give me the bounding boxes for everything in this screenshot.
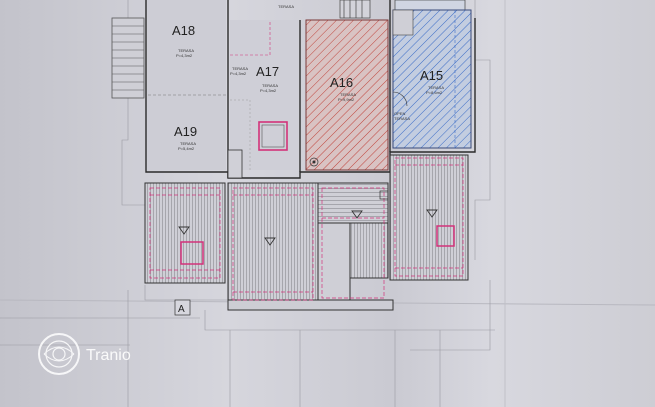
terrace-a18-a19 (148, 0, 226, 170)
vent-box (379, 190, 389, 200)
svg-text:A: A (178, 304, 185, 315)
pink-dashed-boundaries (149, 157, 464, 301)
unit-note-a17-side: TERASA (232, 66, 248, 71)
door-swing (392, 91, 408, 107)
unit-note-a19: TERASA (180, 141, 196, 146)
drain-icon (309, 157, 319, 167)
watermark: Tranio (38, 333, 131, 375)
unit-label-a15: A15 (420, 68, 443, 83)
dashed-boundary (230, 99, 251, 170)
section-marker: A (174, 299, 191, 316)
upper-floor-walls (145, 0, 476, 179)
pink-boundary (230, 20, 271, 56)
side-note-open: OPEN (394, 111, 405, 116)
skylight-a17 (258, 121, 288, 151)
top-note: TERASA (278, 4, 294, 9)
unit-label-a19: A19 (174, 124, 197, 139)
lower-roof (144, 154, 469, 311)
unit-note-a16: TERASA (340, 92, 356, 97)
unit-label-a17: A17 (256, 64, 279, 79)
unit-label-a18: A18 (172, 23, 195, 38)
a15-stair-box (392, 9, 414, 36)
skylight-inner (261, 124, 285, 148)
unit-a16-area (305, 19, 389, 171)
unit-area-a18: P=4,3m2 (176, 53, 193, 58)
skylight-lower-right (436, 225, 455, 247)
tranio-logo-icon (38, 333, 80, 375)
unit-note-a15: TERASA (428, 85, 444, 90)
unit-area-a16: P=9,9m2 (338, 97, 355, 102)
slope-markers (178, 209, 438, 246)
unit-label-a16: A16 (330, 75, 353, 90)
chimney (227, 149, 243, 179)
staircase (111, 17, 145, 99)
unit-note-a18: TERASA (178, 48, 194, 53)
drain-dot (312, 160, 316, 164)
skylight-lower-left (180, 241, 204, 265)
unit-area-a17-side: P=4,3m2 (230, 71, 247, 76)
unit-note-a17: TERASA (262, 83, 278, 88)
unit-area-a19: P=5,4m2 (178, 146, 195, 151)
side-note-terasa: TERASA (394, 116, 410, 121)
unit-area-a17: P=4,3m2 (260, 88, 277, 93)
watermark-text: Tranio (86, 347, 131, 364)
unit-area-a15: P=8,6m2 (426, 90, 443, 95)
